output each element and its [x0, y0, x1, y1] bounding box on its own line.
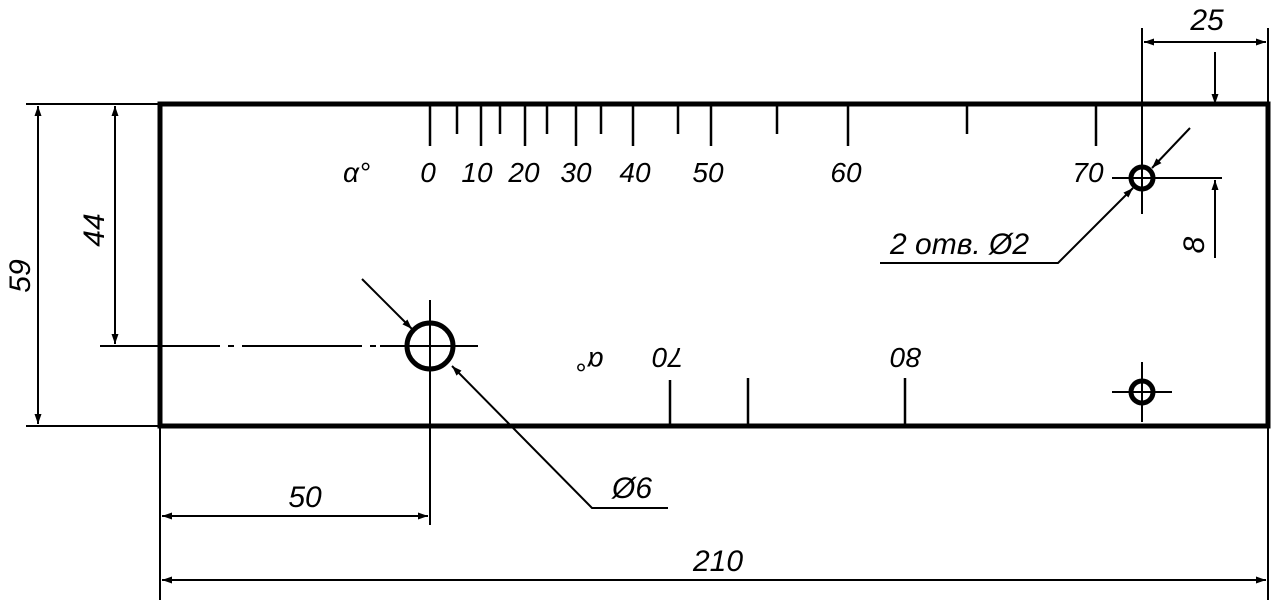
top-scale-symbol: α° — [343, 157, 370, 188]
diameter-leader-callout — [451, 365, 668, 509]
top-scale-label-70: 70 — [1072, 157, 1104, 188]
dimension-59-label: 59 — [4, 259, 37, 293]
diameter-leader-outer — [361, 278, 413, 330]
dimension-25-label: 25 — [1189, 4, 1224, 37]
dimension-210 — [159, 426, 1269, 600]
top-scale-label-40: 40 — [619, 157, 651, 188]
top-scale-label-50: 50 — [692, 157, 724, 188]
large-hole — [380, 300, 478, 525]
bottom-scale-label-70: 70 — [652, 342, 684, 373]
large-hole-callout: Ø6 — [611, 472, 652, 505]
top-scale-ticks — [428, 106, 1098, 146]
dimension-59 — [26, 103, 160, 427]
top-scale-label-60: 60 — [830, 157, 862, 188]
dimension-8-label: 8 — [1178, 236, 1211, 253]
top-scale-label-30: 30 — [560, 157, 592, 188]
small-hole-bottom — [1112, 362, 1172, 422]
small-holes-callout: 2 отв. Ø2 — [889, 228, 1029, 261]
plate-outline — [157, 101, 1271, 429]
small-hole-leader-callout — [880, 187, 1134, 264]
dimension-44-label: 44 — [78, 213, 111, 246]
bottom-scale-label-80: 80 — [890, 342, 922, 373]
small-hole-leader-outer — [1151, 127, 1191, 169]
small-hole-top — [1112, 160, 1222, 214]
top-scale-label-0: 0 — [420, 157, 436, 188]
dimension-25 — [1141, 28, 1269, 160]
dimension-50-label: 50 — [288, 481, 322, 514]
top-scale-label-10: 10 — [461, 157, 493, 188]
dimension-210-label: 210 — [692, 545, 743, 578]
top-scale-label-20: 20 — [507, 157, 540, 188]
bottom-scale-ticks — [668, 378, 907, 424]
bottom-scale-symbol: α° — [576, 346, 603, 377]
